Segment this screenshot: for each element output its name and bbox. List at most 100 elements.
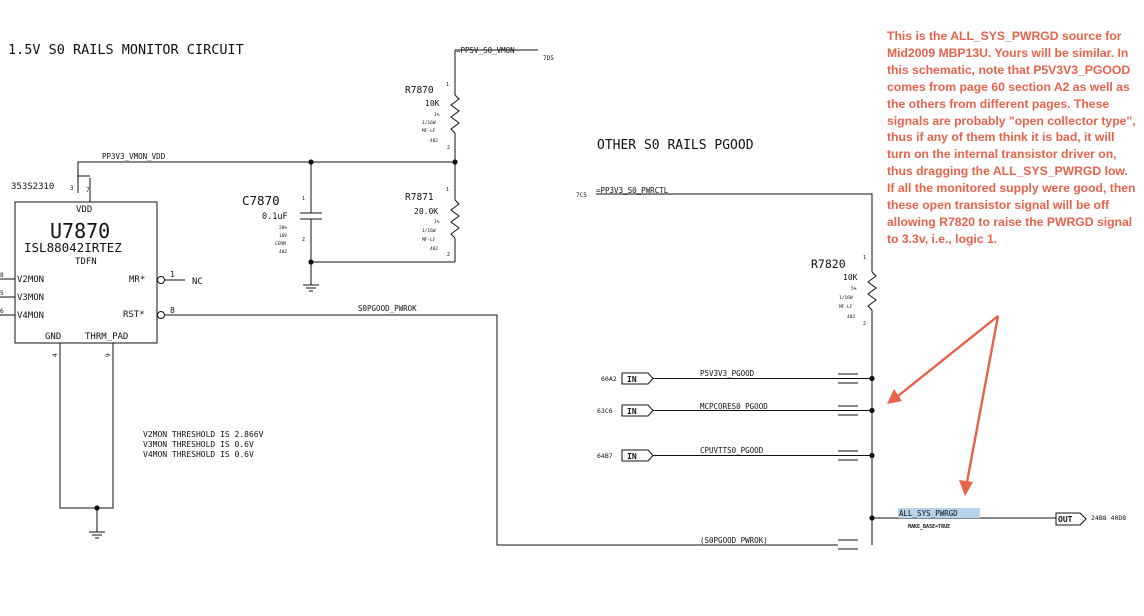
u7870-ref: U7870 bbox=[50, 219, 110, 243]
pp3v3-pwrctl-wire bbox=[596, 193, 873, 272]
threshold-v3mon: V3MON THRESHOLD IS 0.6V bbox=[143, 440, 254, 449]
u7870-pin4: 4 bbox=[52, 353, 59, 357]
r7871-power: 1/16W bbox=[422, 228, 436, 234]
r7870-value: 10K bbox=[425, 99, 440, 108]
r7870-pin1: 1 bbox=[446, 82, 449, 88]
r7871-pin1: 1 bbox=[446, 187, 449, 193]
junction bbox=[869, 375, 875, 382]
r7820-pin1: 1 bbox=[863, 255, 866, 261]
input-row: 60A2 IN P5V3V3_PGOOD bbox=[601, 369, 875, 385]
c7870-pin2: 2 bbox=[302, 237, 305, 243]
annotation-note: This is the ALL_SYS_PWRGD source for Mid… bbox=[887, 29, 1136, 246]
u7870-pin3: 3 bbox=[70, 185, 74, 192]
r7871-pin2: 2 bbox=[447, 252, 450, 258]
make-base-label: MAKE_BASE=TRUE bbox=[908, 524, 950, 530]
out-port-label: OUT bbox=[1058, 515, 1073, 524]
u7870-pin-v3mon: V3MON bbox=[17, 293, 44, 303]
arrow-head bbox=[959, 480, 973, 496]
c7870-pin1: 1 bbox=[302, 196, 305, 202]
u7870-pin6: 6 bbox=[0, 308, 4, 315]
c7870-voltage: 10V bbox=[279, 233, 287, 239]
rst-inversion-bubble bbox=[157, 311, 165, 319]
junction bbox=[869, 452, 875, 459]
u7870-pin-thrm: THRM_PAD bbox=[85, 332, 128, 342]
r7820-tol: 5% bbox=[851, 286, 857, 292]
junction bbox=[308, 259, 314, 265]
pp3v3-vmon-net-label: PP3V3_VMON_VDD bbox=[102, 152, 166, 161]
r7871-ref: R7871 bbox=[405, 192, 434, 203]
s0pgood-bottom-label: (S0PGOOD_PWROK) bbox=[700, 536, 768, 545]
u7870-pin5: 5 bbox=[0, 290, 4, 297]
r7871-value: 20.0K bbox=[414, 207, 438, 216]
c7870-size: 402 bbox=[279, 249, 287, 255]
r7871-resistor bbox=[450, 199, 460, 239]
junction bbox=[869, 407, 875, 414]
s0pgood-net-label: S0PGOOD_PWROK bbox=[358, 304, 417, 313]
pp5v-ref: 7D5 bbox=[543, 55, 554, 62]
r7820-value: 10K bbox=[843, 273, 858, 282]
u7870-pin-v2mon: V2MON bbox=[17, 275, 44, 285]
r7870-ref: R7870 bbox=[405, 85, 434, 96]
r7820-type: MF-LF bbox=[839, 304, 853, 310]
c7870-tol: 20% bbox=[279, 225, 287, 231]
junction bbox=[452, 159, 458, 165]
arrow-to-pgood-bus bbox=[897, 315, 999, 397]
u7870-package: TDFN bbox=[75, 257, 97, 267]
u7870-pin9: 9 bbox=[105, 353, 112, 357]
input-ref: 63C6 bbox=[597, 407, 613, 415]
threshold-v2mon: V2MON THRESHOLD IS 2.866V bbox=[143, 430, 264, 439]
r7871-type: MF-LF bbox=[422, 237, 436, 243]
pwrctl-ref: 7C5 bbox=[576, 192, 587, 199]
pwrctl-net-label: =PP3V3_S0_PWRCTL bbox=[596, 186, 669, 195]
u7870-body bbox=[14, 201, 158, 344]
r7820-ref: R7820 bbox=[811, 257, 846, 271]
input-ref: 64B7 bbox=[597, 452, 613, 460]
input-row: 63C6 IN MCPCORES0_PGOOD bbox=[597, 402, 875, 417]
r7820-resistor bbox=[867, 271, 877, 311]
in-port-symbol bbox=[621, 449, 654, 462]
arrow-to-all-sys-pwrgd bbox=[965, 315, 1000, 483]
c7870-type: CERM bbox=[275, 241, 286, 247]
u7870-pin8: 8 bbox=[170, 306, 175, 315]
u7870-pin-vdd: VDD bbox=[76, 205, 92, 215]
r7820-size: 402 bbox=[847, 314, 855, 320]
c7870-value: 0.1uF bbox=[262, 212, 288, 222]
mr-inversion-bubble bbox=[157, 276, 165, 284]
u7870-pin-v4mon: V4MON bbox=[17, 311, 44, 321]
input-ref: 60A2 bbox=[601, 375, 617, 383]
mr-no-connect: NC bbox=[192, 277, 203, 287]
r7820-power: 1/16W bbox=[839, 295, 853, 301]
in-port-label: IN bbox=[627, 375, 637, 384]
u7870-vdd-link bbox=[77, 175, 90, 193]
u7870-part: ISL88042IRTEZ bbox=[24, 240, 122, 255]
r7870-type: MF-LF bbox=[422, 128, 436, 134]
input-row: 64B7 IN CPUVTTS0_PGOOD bbox=[597, 446, 875, 462]
out-port-symbol bbox=[1055, 512, 1087, 526]
r7870-pin2: 2 bbox=[447, 145, 450, 151]
u7870-pin1: 1 bbox=[170, 270, 175, 279]
r7820-pin2: 2 bbox=[863, 321, 866, 327]
input-net-label: P5V3V3_PGOOD bbox=[700, 369, 755, 378]
in-port-symbol bbox=[621, 372, 654, 385]
all-sys-pwrgd-label: ALL_SYS_PWRGD bbox=[899, 509, 958, 518]
in-port-symbol bbox=[621, 404, 654, 417]
input-net-label: CPUVTTS0_PGOOD bbox=[700, 446, 764, 455]
u7870-ground-wire bbox=[59, 343, 114, 509]
threshold-v4mon: V4MON THRESHOLD IS 0.6V bbox=[143, 450, 254, 459]
u7870-partnum: 353S2310 bbox=[11, 182, 54, 192]
annotation-arrows bbox=[887, 315, 1000, 496]
pp5v-net-label: =PP5V_S0_VMON bbox=[456, 46, 515, 55]
u7870-pin-rst: RST* bbox=[123, 310, 145, 320]
r7870-resistor bbox=[450, 94, 460, 134]
input-net-label: MCPCORES0_PGOOD bbox=[700, 402, 768, 411]
r7870-power: 1/16W bbox=[422, 120, 436, 126]
out-port-refs: 24B8 40D8 bbox=[1091, 514, 1126, 522]
r7871-tol: 1% bbox=[434, 219, 440, 225]
u7870-pin-mr: MR* bbox=[129, 275, 145, 285]
u7870-pin-gnd: GND bbox=[45, 332, 61, 342]
arrow-head bbox=[887, 389, 902, 404]
pp3v3-vmon-rail bbox=[77, 161, 455, 193]
net-highlight bbox=[898, 508, 980, 518]
r7870-size: 402 bbox=[430, 138, 438, 144]
in-port-label: IN bbox=[627, 452, 637, 461]
